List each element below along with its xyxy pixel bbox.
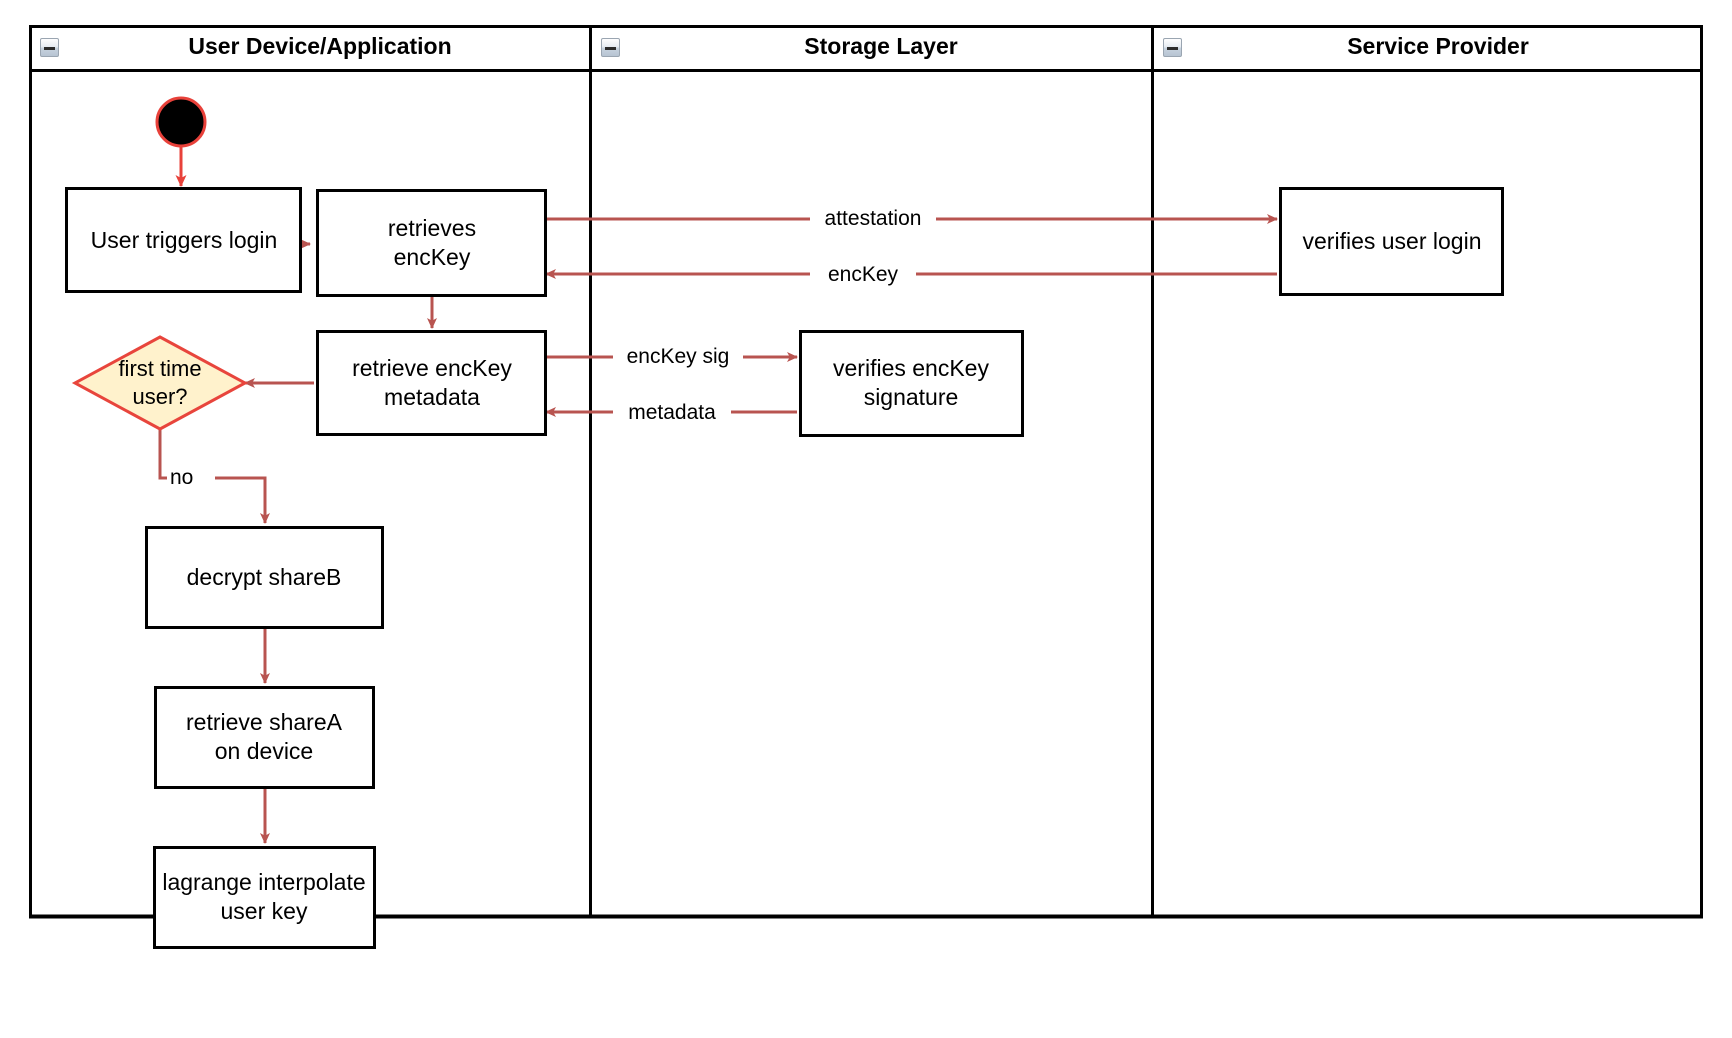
lane-title-service-provider: Service Provider [1347,32,1529,59]
node-verifies-user-login[interactable] [1279,187,1504,296]
edge-label-no: no [167,464,215,492]
node-first-time-user[interactable] [71,335,249,431]
collapse-minus-icon-lane-service-provider[interactable] [1163,38,1182,57]
edge-label-enckey-sig: encKey sig [613,343,743,371]
collapse-minus-icon-lane-user-device[interactable] [40,38,59,57]
node-decrypt-shareb[interactable] [145,526,384,629]
node-start[interactable] [155,96,207,148]
node-lagrange-interpolate-user-key[interactable] [153,846,376,949]
node-retrieve-sharea-on-device[interactable] [154,686,375,789]
edge-label-enckey: encKey [810,261,916,289]
edge-label-attestation: attestation [810,205,936,233]
node-verifies-enckey-signature[interactable] [799,330,1024,437]
lane-title-user-device: User Device/Application [188,32,452,59]
node-retrieves-enckey[interactable] [316,189,547,297]
edge-label-metadata: metadata [613,399,731,427]
lane-title-storage-layer: Storage Layer [804,32,958,59]
node-retrieve-enckey-metadata[interactable] [316,330,547,436]
node-user-triggers-login[interactable] [65,187,302,293]
collapse-minus-icon-lane-storage-layer[interactable] [601,38,620,57]
